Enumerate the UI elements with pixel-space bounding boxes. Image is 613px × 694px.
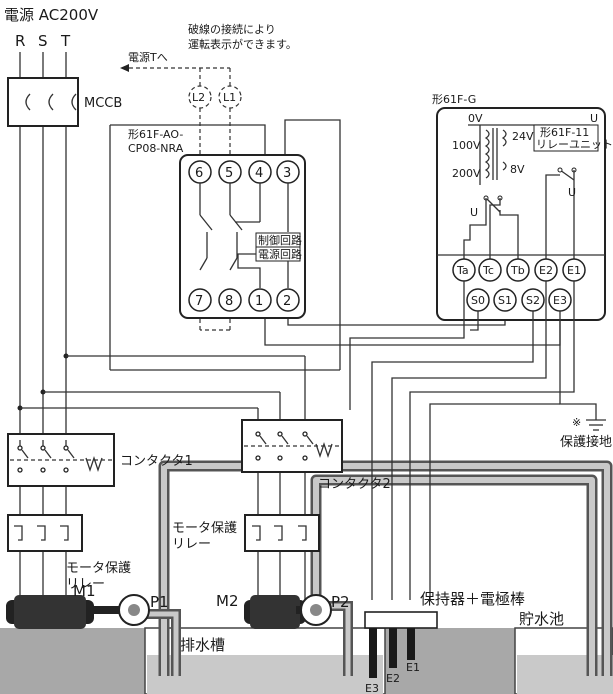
motor-relay-1-label-line1: モータ保護 (66, 560, 131, 576)
controller-relay-contacts (199, 183, 289, 271)
level-controller-model: 形61F-G (432, 93, 476, 106)
terminal-s0: S0 (471, 294, 485, 307)
terminal-3: 3 (283, 166, 291, 181)
level-voltage-0v: 0V (468, 112, 483, 125)
contactor-1-label: コンタクタ1 (120, 454, 193, 469)
electrode-e1-label: E1 (406, 661, 420, 674)
level-contact-u1: U (470, 206, 478, 219)
contactor-2 (241, 419, 343, 473)
terminal-s2: S2 (526, 294, 540, 307)
reservoir-tank-water (517, 655, 613, 694)
motor-m2 (244, 595, 308, 629)
lamp-l1: L1 (218, 85, 242, 109)
terminal-7: 7 (195, 294, 203, 309)
ground-mark: ※ (572, 416, 581, 429)
terminal-e3: E3 (553, 294, 567, 307)
electrode-wiring (110, 281, 597, 600)
level-corner-u: U (590, 112, 598, 125)
lamp-l1-label: L1 (223, 91, 236, 104)
phase-r-label: R (15, 32, 25, 50)
lamp-l2-label: L2 (192, 91, 205, 104)
pipe-p1-inner (161, 463, 610, 676)
electrode-holder-label: 保持器＋電極棒 (420, 590, 525, 608)
ground-label: 保護接地 (560, 434, 612, 450)
control-circuit-label: 制御回路 (258, 233, 302, 247)
pump-p1 (118, 594, 150, 626)
level-voltage-100v: 100V (452, 139, 481, 152)
terminal-4: 4 (255, 166, 263, 181)
electrode-holder (364, 611, 438, 678)
lamp-note-line1: 破線の接続により (188, 22, 276, 36)
terminal-2: 2 (283, 294, 291, 309)
transformer-symbol (468, 124, 590, 185)
mccb-breaker (7, 77, 79, 127)
level-voltage-8v: 8V (510, 163, 525, 176)
level-bottom-terminals: S0 S1 S2 E3 (466, 288, 572, 312)
terminal-tb: Tb (510, 264, 525, 277)
level-relay-contacts (463, 167, 577, 268)
relay-unit-box (533, 124, 599, 152)
terminal-8: 8 (225, 294, 233, 309)
drain-tank-label: 排水槽 (180, 636, 225, 654)
to-source-t-label: 電源Tへ (128, 50, 168, 64)
power-circuit-label: 電源回路 (258, 247, 302, 261)
electrode-e2-label: E2 (386, 672, 400, 685)
terminal-e1: E1 (567, 264, 581, 277)
motor-m1-label: M1 (73, 582, 96, 600)
phase-s-label: S (38, 32, 48, 50)
motor-relay-1 (7, 514, 83, 552)
controller-model-line2: CP08-NRA (128, 142, 184, 155)
terminal-tc: Tc (482, 264, 494, 277)
supply-lines (17, 52, 306, 600)
motor-relay-2-label-line2: リレー (172, 537, 211, 552)
level-top-terminals: Ta Tc Tb E2 E1 (452, 258, 586, 282)
pump-p2 (300, 594, 332, 626)
reservoir-tank-label: 貯水池 (519, 610, 564, 628)
terminal-1: 1 (255, 294, 263, 309)
level-contact-u2: U (568, 186, 576, 199)
level-voltage-24v: 24V (512, 130, 534, 143)
electrode-e3-label: E3 (365, 682, 379, 694)
terminal-6: 6 (195, 166, 203, 181)
pump-p1-label: P1 (150, 593, 169, 611)
to-source-arrow-icon (120, 64, 129, 72)
terminal-ta: Ta (456, 264, 469, 277)
ground-symbol-icon (586, 419, 606, 431)
motor-relay-1-label-line2: リレー (66, 577, 105, 592)
relay-unit-label: リレーユニット (536, 138, 613, 151)
lamp-note-line2: 運転表示ができます。 (188, 37, 297, 51)
lamp-l2: L2 (188, 85, 212, 109)
relay-unit-model: 形61F-11 (540, 126, 589, 139)
motor-relay-2 (244, 514, 320, 552)
mccb-label: MCCB (84, 96, 122, 111)
motor-m2-label: M2 (216, 592, 239, 610)
motor-m1 (6, 595, 124, 629)
power-supply-title: 電源 AC200V (4, 6, 99, 24)
terminal-s1: S1 (498, 294, 512, 307)
contactor-2-label: コンタクタ2 (318, 477, 391, 492)
pump-p2-label: P2 (331, 593, 350, 611)
controller-internal-lines (237, 253, 289, 288)
controller-bottom-terminals: 7 8 1 2 (188, 288, 300, 312)
controller-top-terminals: 6 5 4 3 (188, 160, 300, 184)
controller-model-line1: 形61F-AO- (128, 128, 183, 141)
lamp-wiring (129, 67, 231, 160)
terminal-e2: E2 (539, 264, 553, 277)
motor-relay-2-label-line1: モータ保護 (172, 520, 237, 536)
terminal-5: 5 (225, 166, 233, 181)
controller-box (179, 154, 306, 319)
phase-t-label: T (60, 32, 71, 50)
contactor-1 (7, 433, 115, 487)
level-voltage-200v: 200V (452, 167, 481, 180)
